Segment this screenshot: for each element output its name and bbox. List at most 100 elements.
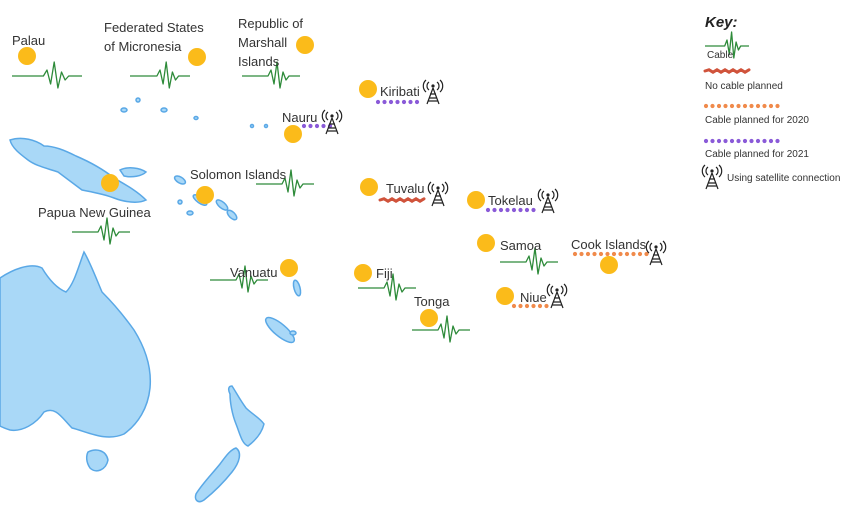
dotted-line-dot	[585, 251, 591, 257]
nz-north-island	[227, 385, 265, 447]
dotted-line-dot	[710, 138, 715, 144]
cook-planned-2020-line	[572, 251, 649, 257]
dotted-line-dot	[631, 251, 636, 257]
dotted-line-dot	[762, 103, 767, 109]
australia-landmass	[0, 250, 152, 438]
dotted-line-dot	[518, 303, 523, 309]
dotted-line-dot	[723, 138, 728, 144]
dotted-line-dot	[518, 207, 523, 213]
tonga-dot	[420, 309, 438, 327]
dotted-line-dot	[768, 103, 774, 109]
marshall-isle-2	[263, 123, 269, 129]
dotted-line-dot	[592, 251, 597, 257]
new-caledonia-landmass	[264, 316, 296, 344]
legend-cable-swatch	[705, 31, 749, 59]
label-cook: Cook Islands	[571, 237, 647, 252]
palau-cable-line	[12, 61, 82, 89]
country-dots	[18, 36, 618, 327]
label-fiji: Fiji	[376, 266, 393, 281]
nauru-dot	[284, 125, 302, 143]
label-png: Papua New Guinea	[38, 205, 151, 220]
vanuatu-isle-1	[292, 279, 302, 297]
dotted-line-dot	[775, 103, 780, 109]
dotted-line-dot	[579, 251, 584, 257]
dotted-line-dot	[314, 123, 320, 129]
kiribati-satellite-icon	[422, 79, 444, 105]
tuvalu-no-cable-line	[378, 197, 426, 203]
dotted-line-dot	[703, 138, 709, 144]
micronesia-cable-line	[130, 61, 190, 89]
cook-satellite-icon	[645, 240, 667, 266]
legend-label-no-cable: No cable planned	[705, 81, 783, 92]
legend-no-cable-swatch	[703, 68, 751, 74]
label-niue: Niue	[520, 290, 547, 305]
dotted-line-dot	[505, 207, 510, 213]
vanuatu-cable-line	[210, 265, 268, 293]
solomon-isle-3	[215, 199, 229, 211]
solomon-isle-1	[173, 175, 187, 185]
dotted-line-dot	[301, 123, 307, 129]
dotted-line-dot	[598, 251, 604, 257]
label-tokelau: Tokelau	[488, 193, 533, 208]
legend-label-cable: Cable	[707, 50, 734, 61]
dotted-line-dot	[382, 99, 387, 105]
dotted-line-dot	[492, 207, 497, 213]
solomon-cable-line	[256, 169, 314, 197]
dotted-line-dot	[644, 251, 649, 257]
dotted-line-dot	[736, 103, 741, 109]
dotted-line-dot	[321, 123, 326, 129]
dotted-line-dot	[498, 207, 504, 213]
dotted-line-dot	[524, 207, 530, 213]
solomon-isle-4	[226, 209, 238, 221]
dotted-line-dot	[729, 138, 735, 144]
palau-dot	[18, 47, 36, 65]
dotted-line-dot	[637, 251, 643, 257]
dotted-line-dot	[775, 138, 780, 144]
fiji-dot	[354, 264, 372, 282]
dotted-line-dot	[729, 103, 735, 109]
label-micronesia: Federated States of Micronesia	[104, 20, 204, 54]
nz-south-island	[194, 447, 241, 503]
tonga-cable-line	[412, 315, 470, 343]
dotted-line-dot	[624, 251, 630, 257]
label-vanuatu: Vanuatu	[230, 265, 278, 280]
dotted-line-dot	[762, 138, 767, 144]
dotted-line-dot	[308, 123, 313, 129]
dotted-line-dot	[544, 303, 549, 309]
label-samoa: Samoa	[500, 238, 542, 253]
dotted-line-dot	[572, 251, 578, 257]
marshall-isle-1	[249, 123, 255, 129]
dotted-line-dot	[485, 207, 491, 213]
legend-graphics	[701, 31, 780, 190]
tasmania-landmass	[85, 449, 109, 472]
dotted-line-dot	[736, 138, 741, 144]
dotted-line-dot	[388, 99, 394, 105]
dotted-line-dot	[755, 103, 761, 109]
tuvalu-satellite-icon	[427, 181, 449, 207]
label-palau: Palau	[12, 33, 46, 48]
png-dot	[101, 174, 119, 192]
cook-dot	[600, 256, 618, 274]
dotted-line-dot	[414, 99, 420, 105]
niue-planned-2020-line	[511, 303, 549, 309]
legend-planned-2021-swatch	[703, 138, 780, 144]
new-caledonia-isle	[289, 330, 297, 336]
tuvalu-dot	[360, 178, 378, 196]
niue-dot	[496, 287, 514, 305]
legend-label-satellite: Using satellite connection	[727, 173, 841, 184]
label-marshall: Republic of Marshall Islands	[238, 16, 304, 69]
tokelau-planned-2021-line	[485, 207, 536, 213]
dotted-line-dot	[749, 103, 754, 109]
dotted-line-dot	[531, 303, 536, 309]
dotted-line-dot	[537, 303, 543, 309]
dotted-line-dot	[524, 303, 530, 309]
dotted-line-dot	[511, 207, 517, 213]
dotted-line-dot	[395, 99, 400, 105]
dotted-line-dot	[723, 103, 728, 109]
kiribati-planned-2021-line	[375, 99, 420, 105]
niue-satellite-icon	[546, 283, 568, 309]
dotted-line-dot	[768, 138, 774, 144]
dotted-line-dot	[618, 251, 623, 257]
solomon-isle-6	[177, 199, 183, 205]
new-britain-landmass	[118, 167, 148, 178]
